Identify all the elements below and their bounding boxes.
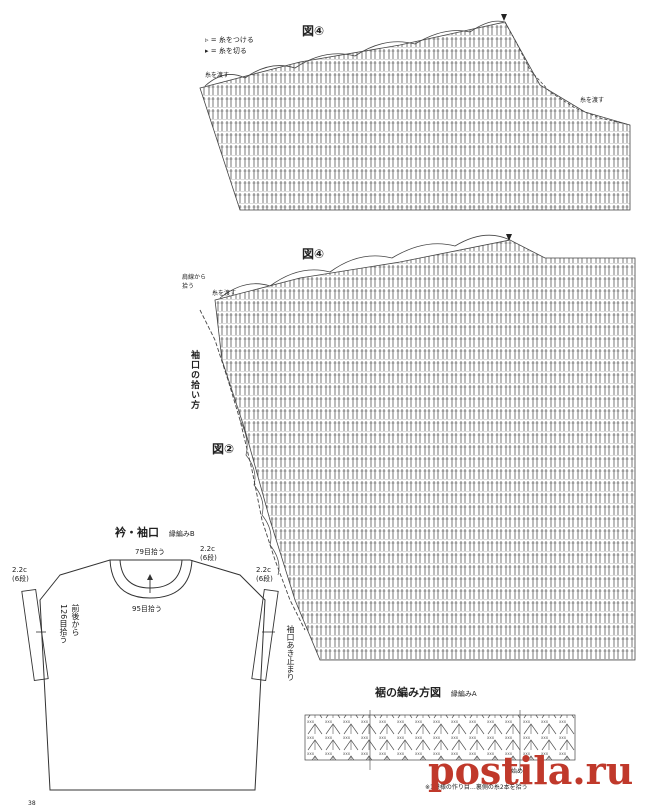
sleeve-pickup-edge	[199, 309, 306, 631]
left-band-dimension: 2.2c (6段)	[12, 566, 29, 583]
figure-2-label: 図②	[212, 442, 235, 456]
legend-cut: ▸ = 糸を切る	[205, 47, 247, 55]
right-band-dimension: 2.2c (6段)	[256, 566, 273, 583]
hem-note: ※1模様の作り目…裏側の糸2本を拾う	[425, 784, 528, 791]
collar-top-count: 79目拾う	[135, 548, 165, 556]
pick-from-shoulder-label: 肩線から 拾う	[182, 274, 207, 290]
sleeve-pick-count: 126目拾う	[59, 604, 68, 644]
page-number: 38	[28, 800, 36, 807]
pass-yarn-mid-label: 糸を渡す	[212, 290, 237, 297]
hem-chart	[304, 710, 576, 770]
sleeve-pickup-label: 袖口の拾い方	[189, 350, 199, 410]
cut-marker-top	[501, 14, 507, 21]
top-chart	[199, 14, 631, 211]
collar-bottom-count: 95目拾う	[132, 605, 162, 613]
cut-marker-mid	[506, 234, 512, 241]
top-chart-scallops	[204, 20, 506, 87]
pass-yarn-right-label: 糸を渡す	[580, 97, 605, 104]
middle-chart-scallops	[219, 234, 511, 299]
pass-yarn-left-label: 糸を渡す	[205, 72, 230, 79]
hem-chart-title: 裾の編み方図 縁編みA	[375, 686, 477, 699]
right-sleeve-band	[251, 588, 279, 682]
garment-outline	[39, 559, 266, 791]
top-chart-body	[199, 21, 631, 211]
opening-stop-label: 袖口あき止まり	[286, 625, 295, 681]
left-sleeve-band	[21, 588, 49, 682]
watermark: postila.ru	[428, 748, 634, 793]
collar-outer	[109, 559, 193, 599]
middle-chart-label: 図④	[302, 247, 325, 261]
garment-diagram	[21, 559, 279, 791]
collar-band-dimension: 2.2c (6段)	[200, 545, 217, 562]
collar-inner	[119, 559, 183, 589]
hem-start-label: 編始め	[505, 768, 524, 775]
garment-title: 衿・袖口 縁編みB	[115, 526, 195, 539]
sleeve-pick-from: 前後から	[71, 604, 80, 636]
sleeve-pickup-scallops	[239, 419, 280, 576]
top-chart-right-edge	[504, 21, 631, 126]
middle-chart-body	[214, 239, 636, 661]
legend-attach: ▹ = 糸をつける	[205, 36, 254, 44]
top-chart-label: 図④	[302, 24, 325, 38]
middle-chart	[199, 234, 636, 661]
cut-yarn-icon: ▸	[205, 47, 209, 55]
hem-chart-body	[304, 714, 576, 761]
attach-yarn-icon: ▹	[205, 36, 209, 44]
